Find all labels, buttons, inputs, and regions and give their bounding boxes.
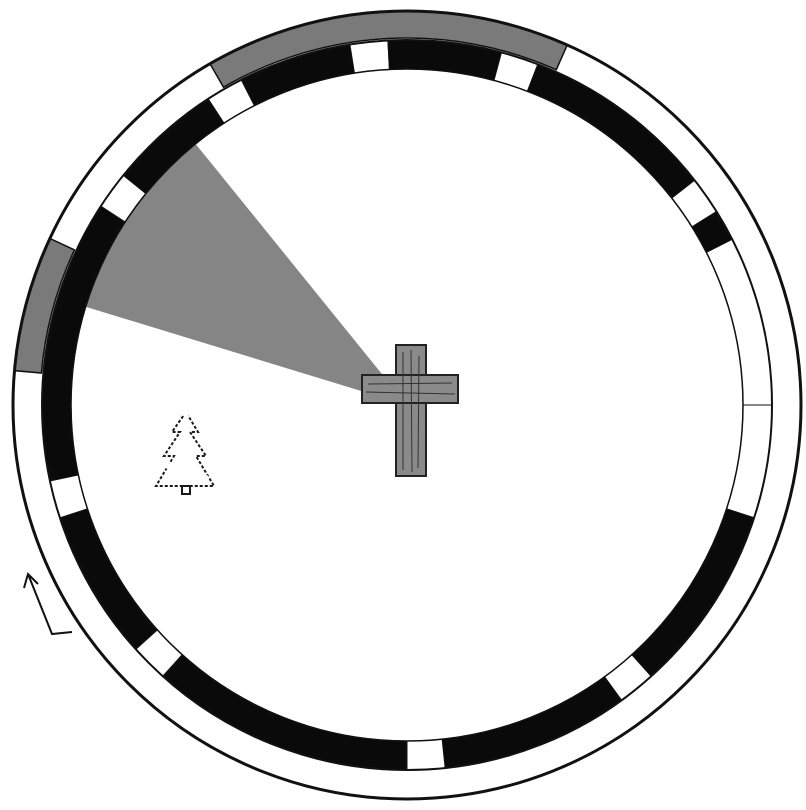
ring-segment-black [527,64,694,198]
christmas-tree-icon [156,411,214,494]
direction-arrow [24,574,72,634]
ring-segment-white [350,41,390,74]
ring-segment-black [442,677,621,768]
ring-segment-black [632,509,754,676]
ring-segment-white [407,739,445,770]
ring-segment-black [60,509,157,649]
ring-segment-black [163,655,407,770]
ring-segment-white [727,405,772,518]
cross-icon [362,345,458,476]
